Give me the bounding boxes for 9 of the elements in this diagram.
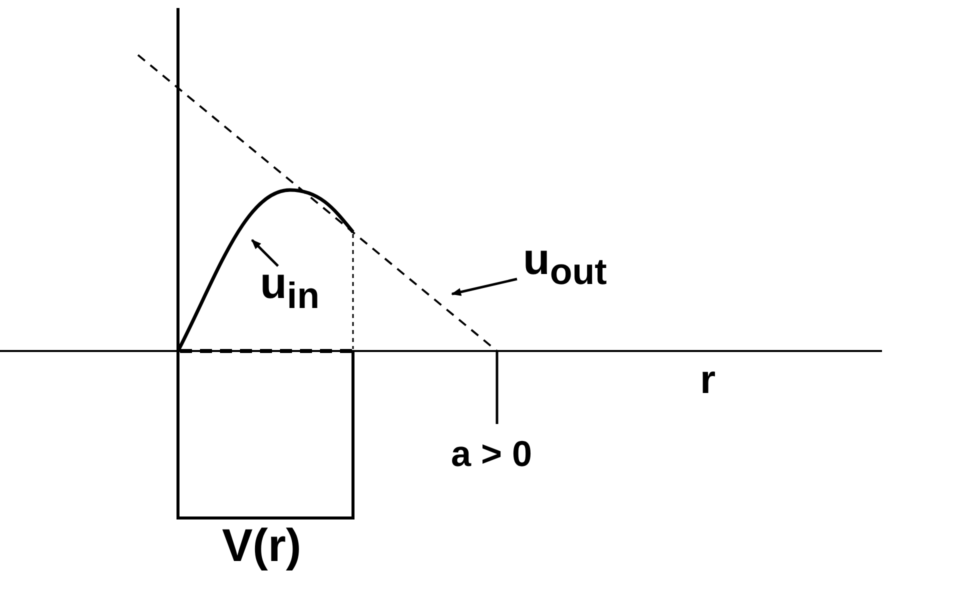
curve-label: a > 0 (451, 436, 532, 472)
curve-label: u$_{in}$ (260, 262, 320, 314)
leader-arrow (451, 278, 518, 296)
axis-label: r (700, 360, 716, 400)
dashed-line (137, 54, 498, 352)
axis-label: V(r) (222, 522, 302, 568)
curve-label: u$_{out}$ (523, 238, 607, 290)
leader-arrow (251, 239, 279, 267)
leader-line (496, 351, 498, 424)
